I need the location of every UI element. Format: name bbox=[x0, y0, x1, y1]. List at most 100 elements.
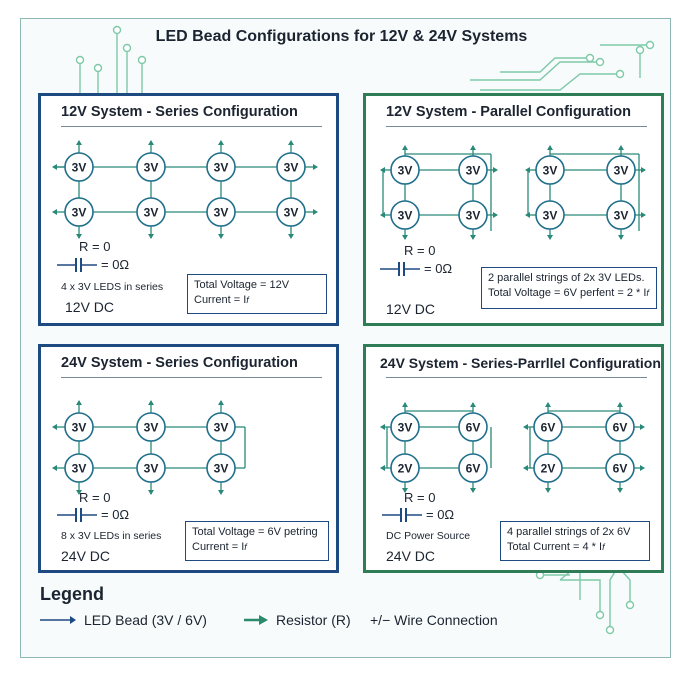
led-bead: 3V bbox=[535, 155, 565, 185]
led-circle bbox=[458, 155, 488, 185]
led-bead: 3V bbox=[206, 152, 236, 182]
led-voltage-label: 6V bbox=[613, 462, 628, 476]
legend-item-led-bead: LED Bead (3V / 6V) bbox=[40, 612, 207, 628]
led-circle bbox=[535, 200, 565, 230]
led-voltage-label: 3V bbox=[614, 164, 629, 178]
led-voltage-label: 6V bbox=[613, 421, 628, 435]
led-voltage-label: 3V bbox=[214, 206, 229, 220]
led-circle bbox=[206, 453, 236, 483]
led-voltage-label: 3V bbox=[543, 209, 558, 223]
dc-voltage-label: 24V DC bbox=[386, 548, 436, 564]
led-bead: 2V bbox=[533, 453, 563, 483]
trace-pad bbox=[122, 43, 132, 53]
led-voltage-label: 2V bbox=[398, 462, 413, 476]
circuit-trace bbox=[560, 579, 601, 615]
arrow-head bbox=[525, 212, 530, 218]
arrow-head bbox=[288, 234, 294, 239]
capacitor-icon bbox=[57, 507, 97, 522]
panel-title: 24V System - Series-Parrllel Configurati… bbox=[380, 355, 661, 371]
arrow-head bbox=[470, 402, 476, 407]
arrow-head bbox=[313, 164, 318, 170]
dc-voltage-label: 12V DC bbox=[65, 299, 115, 315]
arrow-head bbox=[640, 424, 645, 430]
trace-pad bbox=[585, 53, 595, 63]
title-rule bbox=[61, 377, 322, 378]
arrow-head bbox=[76, 234, 82, 239]
capacitor-label: = 0Ω bbox=[57, 507, 129, 522]
led-circle bbox=[533, 453, 563, 483]
led-bead: 3V bbox=[390, 200, 420, 230]
led-bead: 6V bbox=[458, 453, 488, 483]
panel-title: 24V System - Series Configuration bbox=[61, 355, 298, 371]
led-voltage-label: 3V bbox=[398, 209, 413, 223]
arrow-icon bbox=[40, 616, 76, 624]
led-circle bbox=[64, 152, 94, 182]
trace-pad bbox=[595, 610, 605, 620]
arrow-head bbox=[402, 402, 408, 407]
led-bead: 3V bbox=[206, 197, 236, 227]
dc-voltage-label: 12V DC bbox=[386, 301, 436, 317]
arrow-head bbox=[380, 424, 385, 430]
led-bead: 6V bbox=[533, 412, 563, 442]
led-bead: 3V bbox=[136, 453, 166, 483]
arrow-head bbox=[547, 145, 553, 150]
arrow-head bbox=[380, 167, 385, 173]
arrow-head bbox=[470, 235, 476, 240]
circuit-trace bbox=[500, 57, 590, 73]
led-circle bbox=[206, 412, 236, 442]
led-bead: 3V bbox=[390, 155, 420, 185]
led-circle bbox=[276, 197, 306, 227]
led-voltage-label: 3V bbox=[214, 161, 229, 175]
arrow-head bbox=[148, 234, 154, 239]
led-circle bbox=[64, 197, 94, 227]
arrow-head bbox=[148, 490, 154, 495]
led-bead: 6V bbox=[605, 412, 635, 442]
arrow-head bbox=[380, 465, 385, 471]
led-circle bbox=[605, 412, 635, 442]
led-voltage-label: 3V bbox=[284, 161, 299, 175]
info-box: 4 parallel strings of 2x 6V Total Curren… bbox=[500, 521, 650, 561]
capacitor-icon bbox=[57, 257, 97, 272]
led-voltage-label: 3V bbox=[72, 161, 87, 175]
led-circle bbox=[136, 197, 166, 227]
arrow-head bbox=[380, 212, 385, 218]
led-bead: 3V bbox=[276, 152, 306, 182]
arrow-head bbox=[52, 209, 57, 215]
led-bead: 3V bbox=[458, 155, 488, 185]
led-circle bbox=[136, 152, 166, 182]
circuit-trace bbox=[470, 61, 600, 81]
led-voltage-label: 3V bbox=[398, 164, 413, 178]
led-circle bbox=[458, 453, 488, 483]
led-bead: 3V bbox=[64, 152, 94, 182]
arrow-head bbox=[493, 167, 498, 173]
led-circle bbox=[606, 200, 636, 230]
current-subscript: f bbox=[246, 295, 249, 305]
led-circle bbox=[206, 152, 236, 182]
led-voltage-label: 6V bbox=[541, 421, 556, 435]
arrow-head bbox=[470, 145, 476, 150]
trace-pad bbox=[645, 40, 655, 50]
led-voltage-label: 3V bbox=[398, 421, 413, 435]
circuit-trace bbox=[480, 73, 620, 91]
resistor-label: R = 0 bbox=[79, 490, 111, 505]
arrow-head bbox=[618, 145, 624, 150]
led-bead: 3V bbox=[136, 412, 166, 442]
led-bead: 3V bbox=[206, 412, 236, 442]
arrow-head bbox=[148, 400, 154, 405]
led-voltage-label: 3V bbox=[144, 161, 159, 175]
panel-24v-series: 24V System - Series Configuration R = 0 … bbox=[38, 344, 339, 573]
capacitor-label: = 0Ω bbox=[57, 257, 129, 272]
led-voltage-label: 3V bbox=[144, 206, 159, 220]
led-voltage-label: 2V bbox=[541, 462, 556, 476]
led-voltage-label: 3V bbox=[72, 206, 87, 220]
arrow-head bbox=[493, 212, 498, 218]
led-voltage-label: 3V bbox=[214, 462, 229, 476]
led-circle bbox=[390, 412, 420, 442]
trace-pad bbox=[615, 69, 625, 79]
led-circle bbox=[390, 200, 420, 230]
led-circle bbox=[533, 412, 563, 442]
arrow-head bbox=[218, 400, 224, 405]
led-bead: 3V bbox=[64, 453, 94, 483]
led-bead: 3V bbox=[458, 200, 488, 230]
arrow-head bbox=[640, 465, 645, 471]
